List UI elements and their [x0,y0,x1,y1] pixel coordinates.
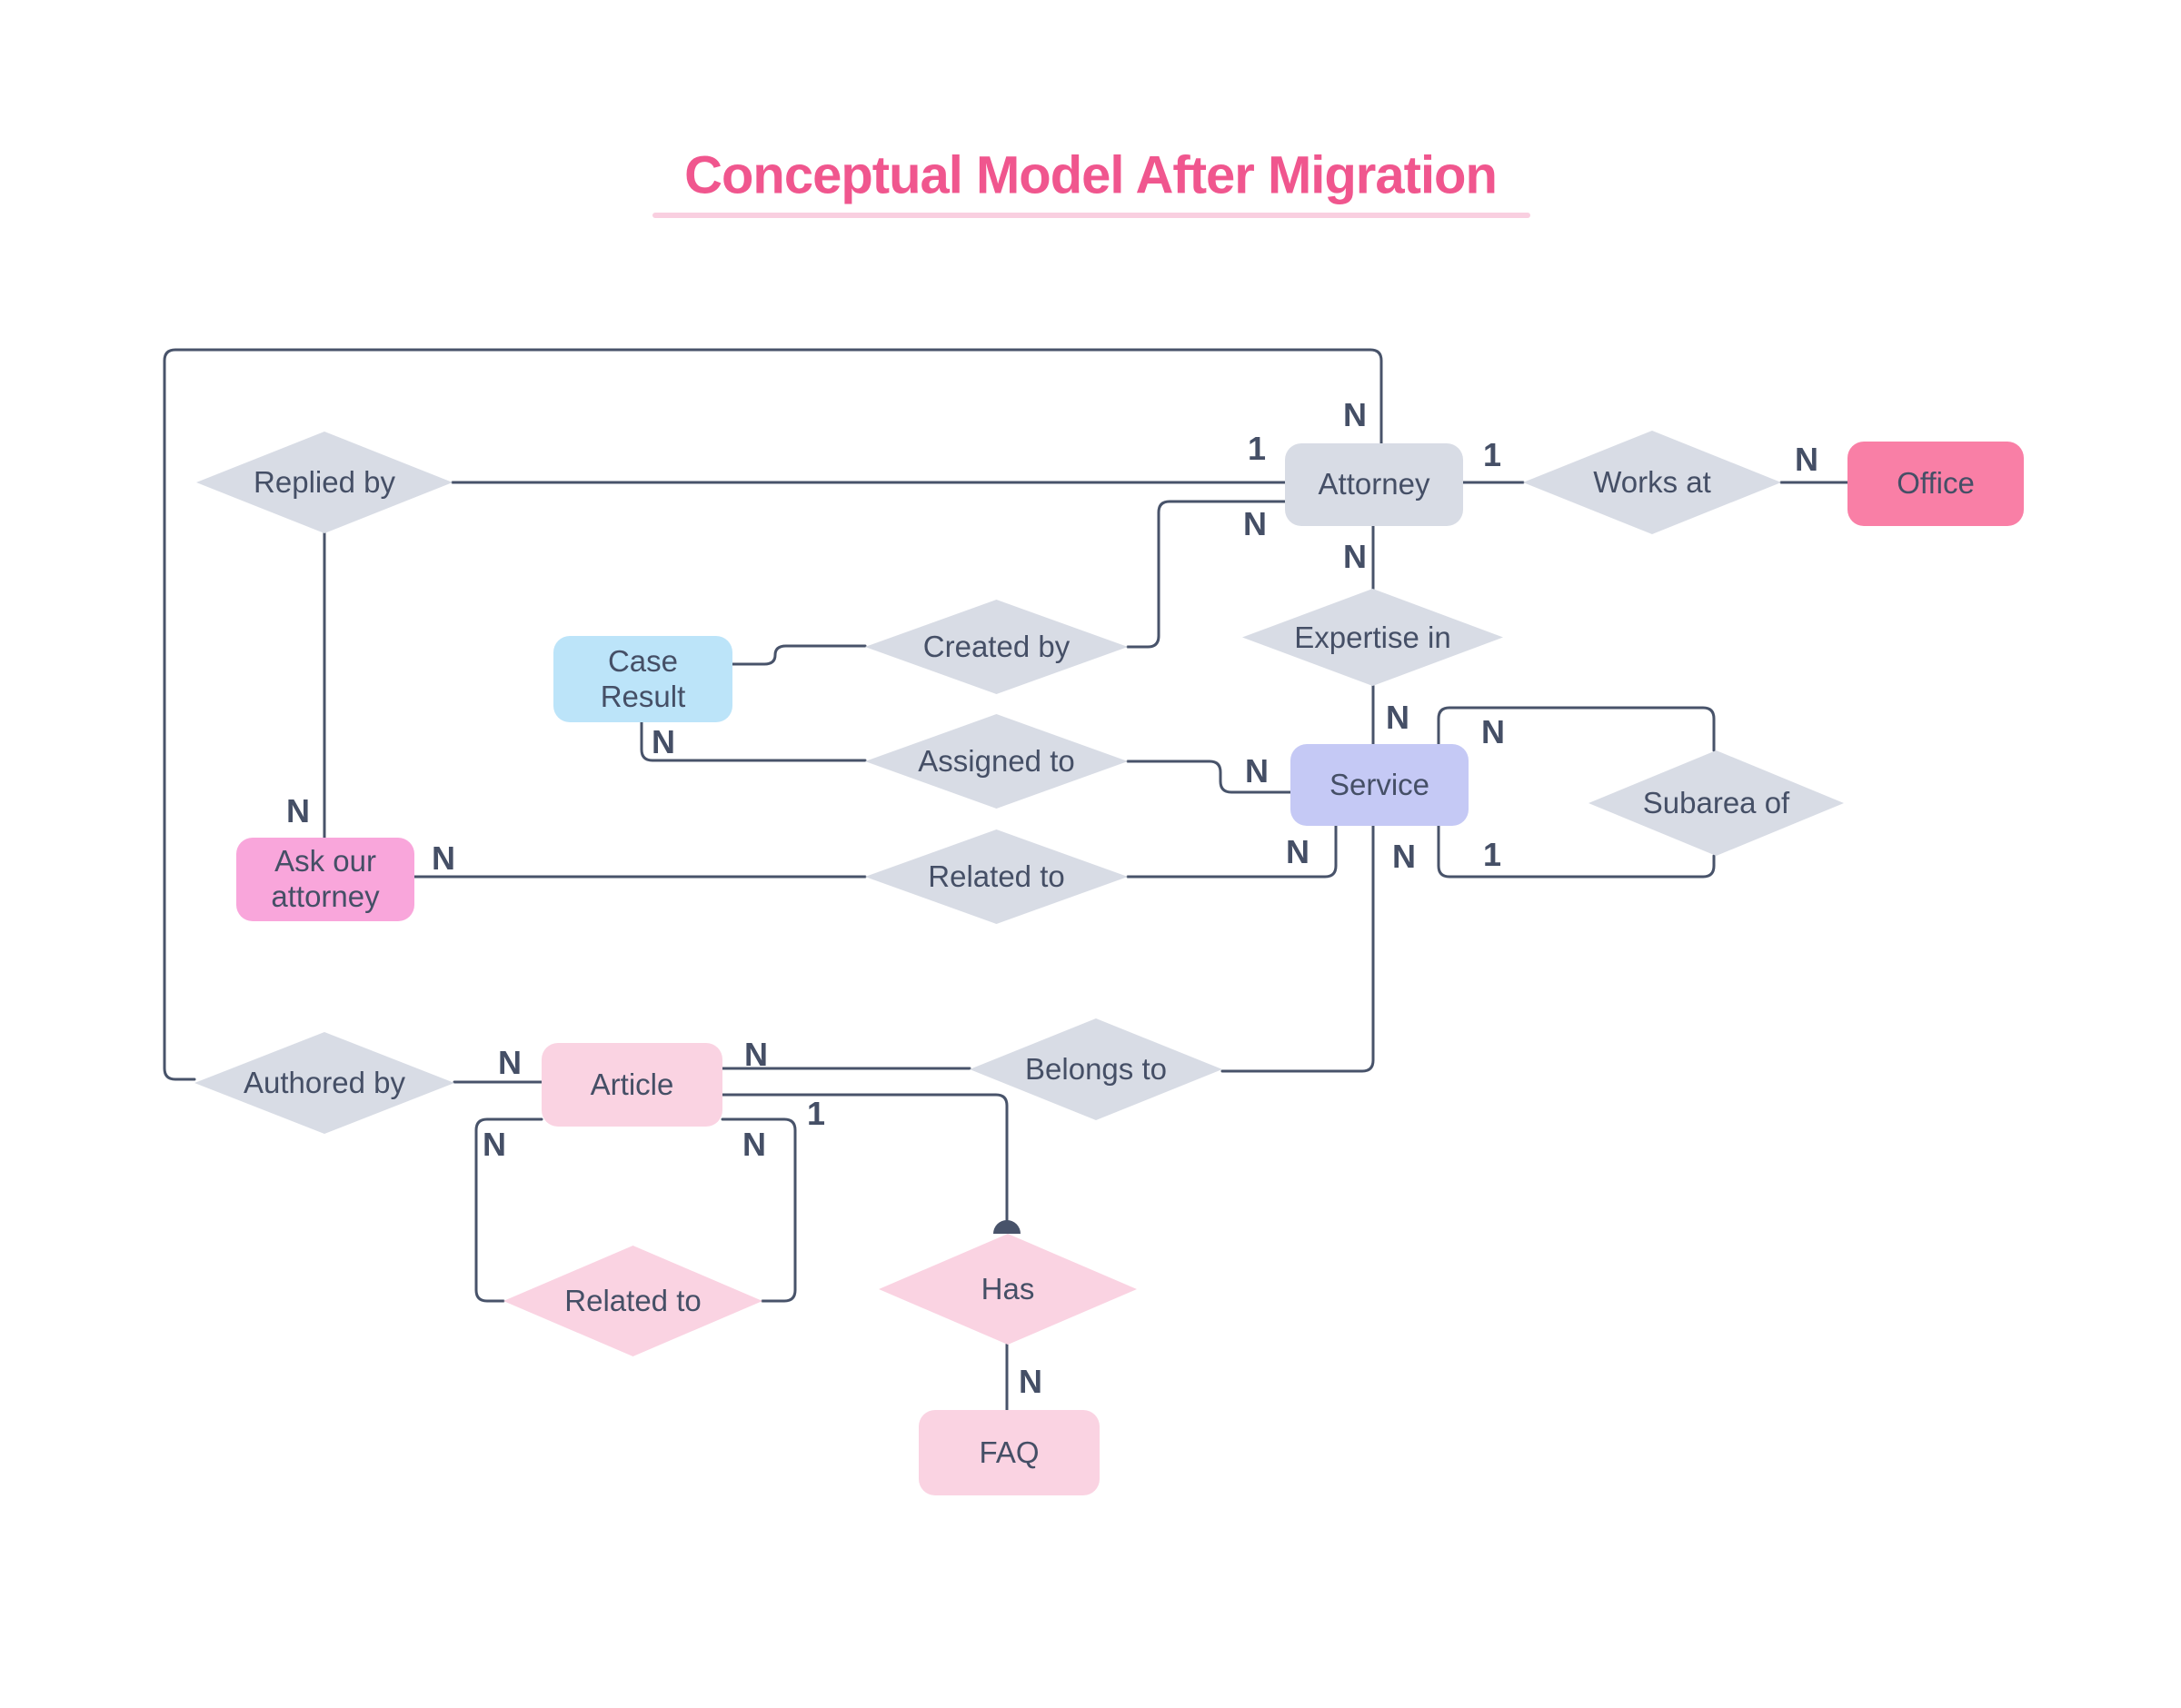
cardinality-service-related: N [1286,833,1310,870]
cardinality-case-result-bottom: N [652,723,675,760]
cardinality-subarea-bottom: 1 [1482,836,1502,873]
entity-label: Case Result [600,643,686,713]
entity-label: Ask our attorney [271,844,380,913]
edge-caseresult-assigned [640,720,867,762]
entity-office: Office [1847,442,2024,526]
cardinality-attorney-left-upper: 1 [1247,430,1267,467]
edge-service-subarea-top [1437,706,1716,752]
entity-label: FAQ [979,1435,1040,1469]
relationship-label: Related to [928,859,1065,893]
relationship-label: Belongs to [1025,1052,1167,1086]
entity-label: Office [1897,466,1975,501]
edge-service-related [1126,824,1338,879]
edge-article-loop-right [721,1117,797,1303]
entity-label: Attorney [1318,467,1430,501]
edge-created-attorney [1126,500,1287,649]
cardinality-attorney-top: N [1343,396,1367,433]
entity-case-result: Case Result [553,636,732,722]
cardinality-ask-right: N [432,839,455,877]
relationship-label: Created by [922,630,1071,663]
cardinality-has-faq: N [1019,1363,1042,1400]
relationship-label: Replied by [254,465,395,499]
entity-ask-our-attorney: Ask our attorney [236,838,414,921]
entity-attorney: Attorney [1285,443,1463,526]
connector-dot-icon [993,1220,1021,1234]
cardinality-attorney-right: 1 [1482,436,1502,473]
cardinality-subarea-top: N [1481,713,1505,750]
edge-article-has [721,1093,1009,1223]
cardinality-article-loop-left: N [483,1126,506,1163]
entity-label: Service [1329,767,1430,801]
relationship-label: Works at [1593,465,1711,499]
title-underline [652,213,1530,218]
edge-assigned-service [1126,760,1292,794]
cardinality-expertise-service: N [1386,699,1409,736]
entity-faq: FAQ [919,1410,1100,1495]
cardinality-attorney-left-lower: N [1243,505,1267,542]
relationship-label: Expertise in [1294,620,1451,654]
relationship-label: Related to [564,1284,702,1317]
relationship-label: Assigned to [918,744,1075,778]
cardinality-ask-top: N [286,792,310,829]
cardinality-service-belongs: N [1392,838,1416,875]
cardinality-article-belongs: N [744,1036,768,1073]
entity-article: Article [542,1043,722,1127]
relationship-label: Authored by [244,1066,405,1099]
cardinality-office-left: N [1795,441,1818,478]
edge-service-belongs [1220,824,1375,1073]
cardinality-authored-article: N [498,1044,522,1081]
relationship-label: Subarea of [1642,786,1790,819]
edge-attorney-big-loop [163,348,1383,1081]
entity-label: Article [590,1067,674,1101]
cardinality-assigned-service: N [1245,752,1269,789]
cardinality-article-loop-right: N [742,1126,766,1163]
relationship-label: Has [981,1272,1035,1306]
edge-service-subarea-bottom [1437,824,1716,879]
diagram-title: Conceptual Model After Migration [684,145,1498,205]
cardinality-article-has: 1 [806,1095,826,1132]
entity-service: Service [1290,744,1469,826]
cardinality-attorney-bottom: N [1343,538,1367,575]
edge-caseresult-created [731,644,867,666]
edge-article-loop-left [474,1117,543,1303]
